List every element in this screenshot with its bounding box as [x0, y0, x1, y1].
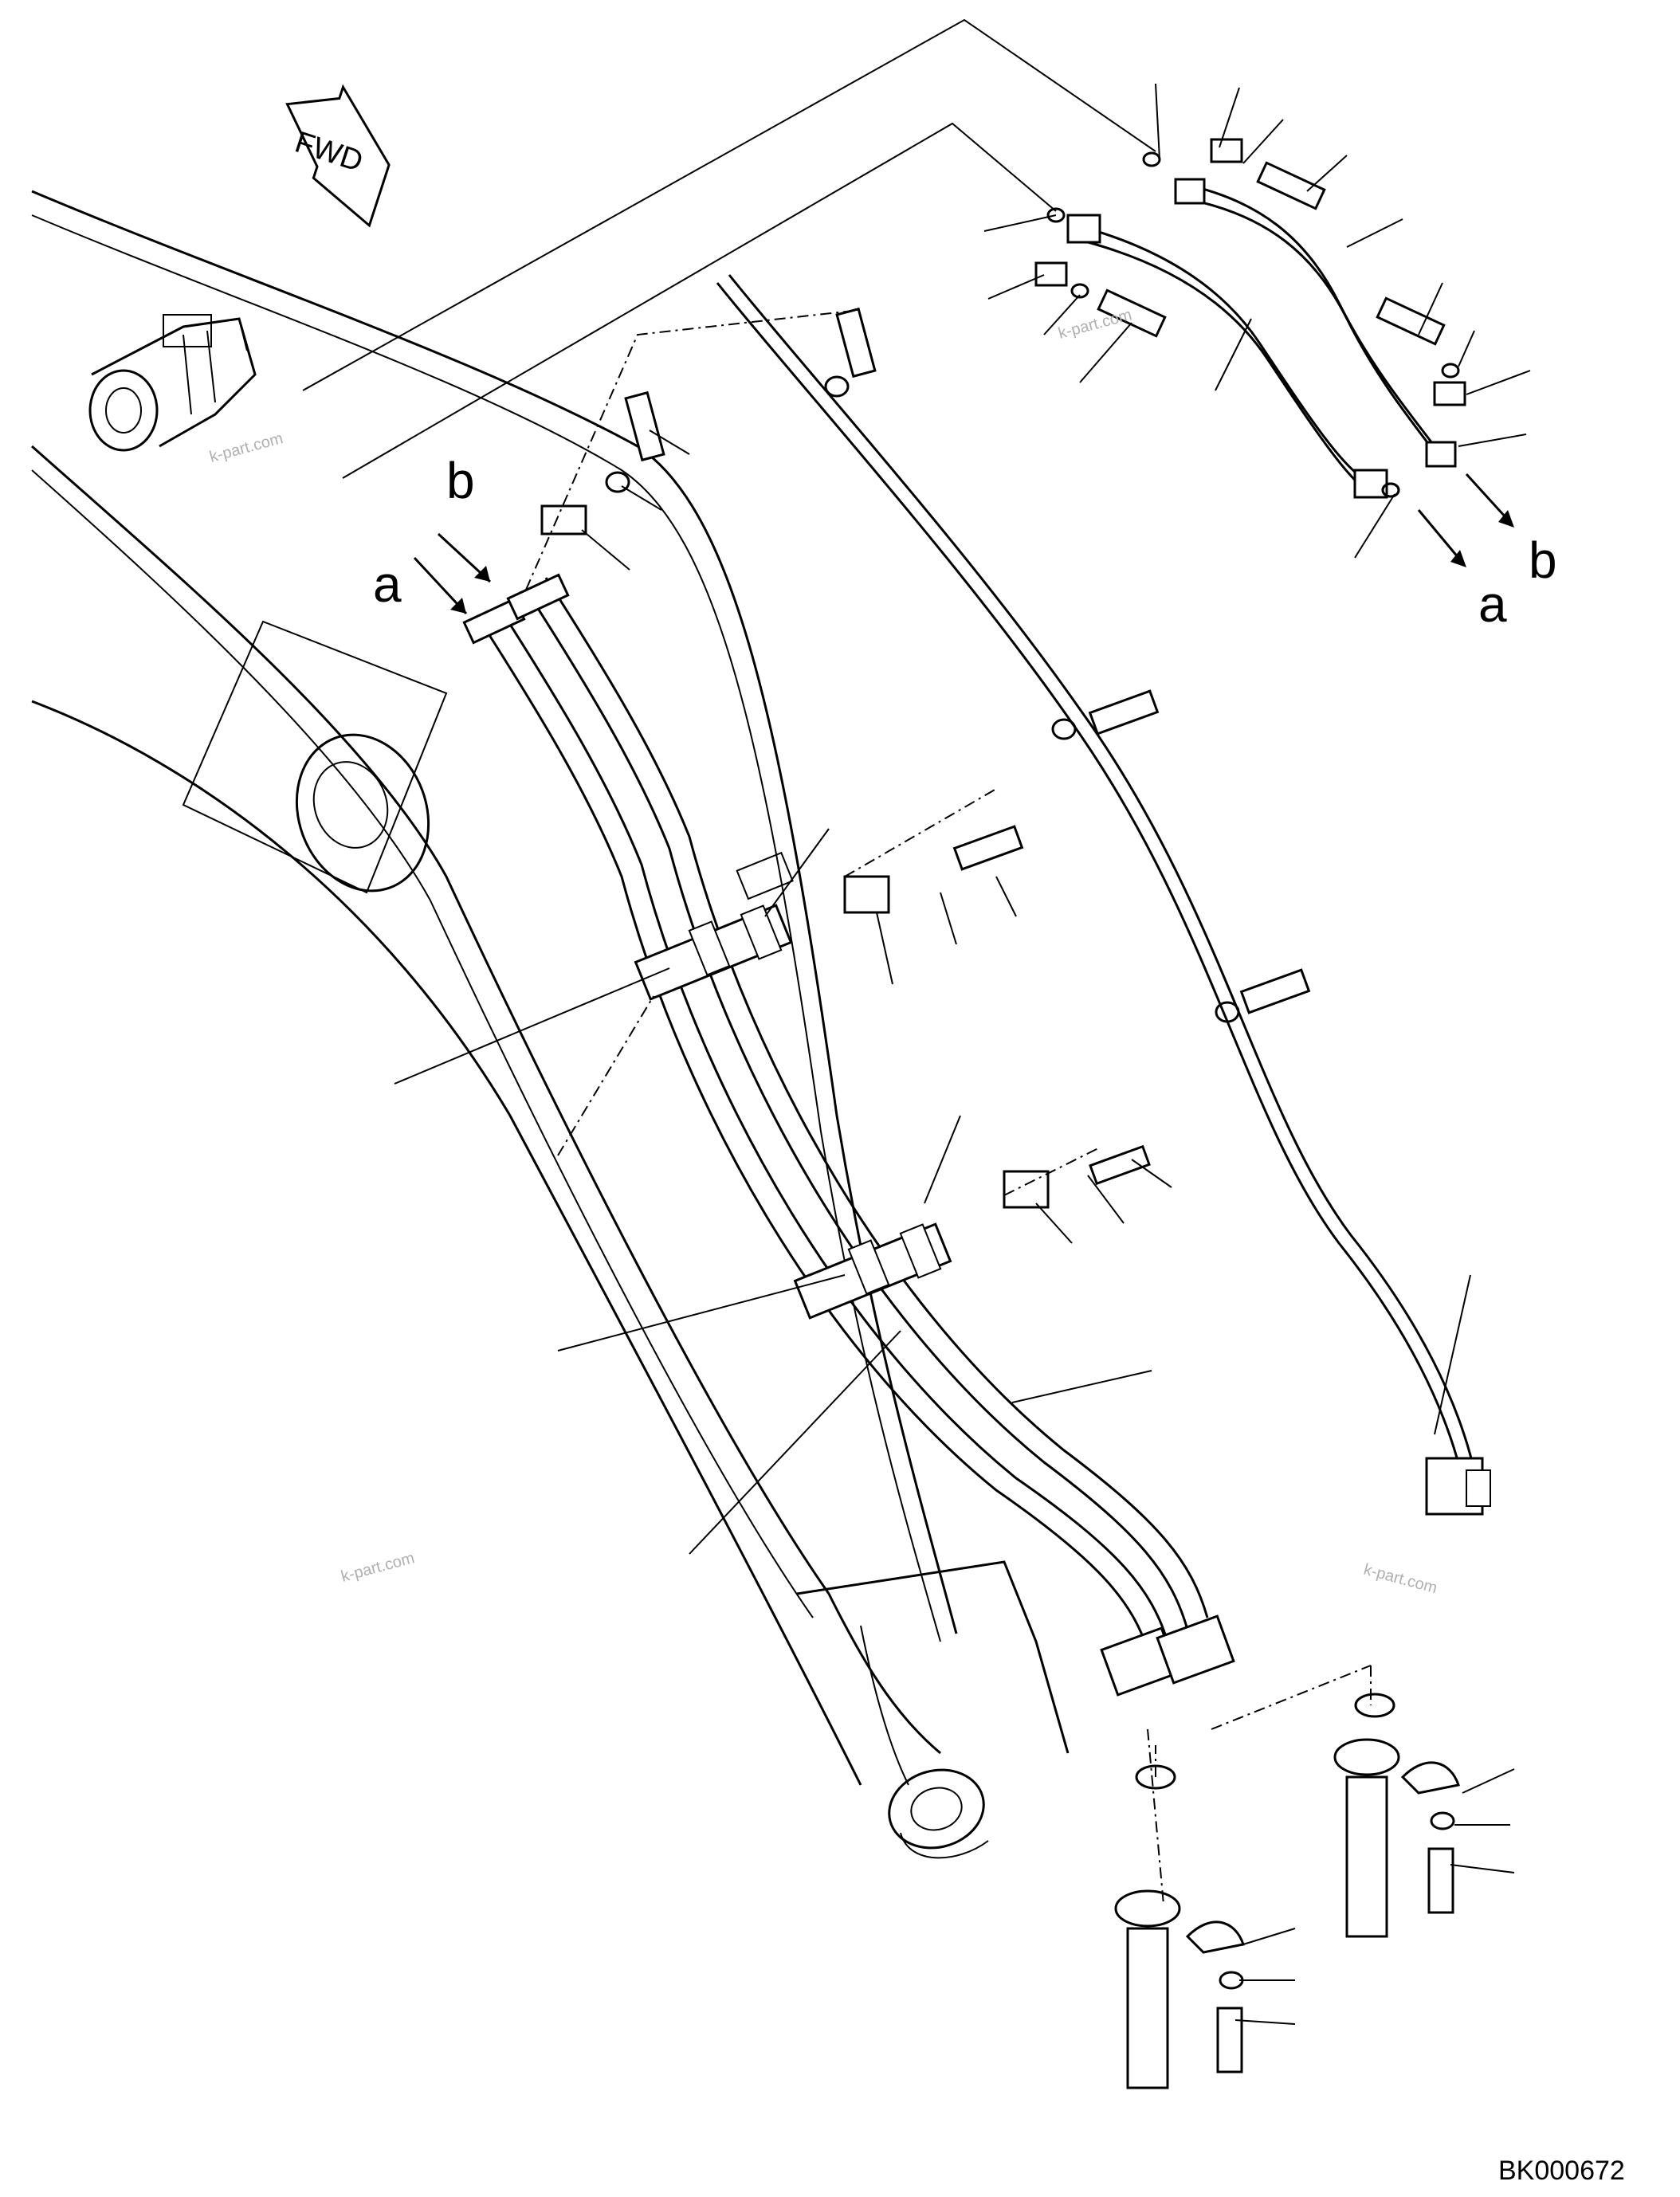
fwd-arrow-icon: FWD	[285, 84, 391, 228]
detail-hose-assembly	[1066, 178, 1457, 499]
boom-body	[31, 190, 1070, 1859]
right-hose	[716, 274, 1491, 1516]
watermark: k-part.com	[1057, 306, 1134, 343]
watermark: k-part.com	[1362, 1561, 1439, 1598]
callout-b-upper: b	[446, 452, 475, 509]
hose-clamp-lower	[793, 1222, 952, 1320]
watermark: k-part.com	[340, 1549, 417, 1586]
boom-hoses	[462, 573, 1235, 1697]
callout-b-lower: b	[1529, 532, 1557, 589]
callout-arrows	[413, 473, 1514, 615]
callout-leaders	[394, 83, 1531, 2025]
callout-a-upper: a	[373, 555, 402, 613]
boom-top-pivot	[88, 314, 257, 452]
assembly-lines	[302, 18, 1372, 1905]
drawing-code: BK000672	[1498, 2156, 1625, 2186]
watermark: k-part.com	[208, 430, 285, 466]
detail-hardware	[540, 138, 1466, 1209]
callout-a-lower: a	[1478, 575, 1507, 633]
lower-flange-fittings	[1114, 1693, 1460, 2089]
hose-clamp-upper	[634, 851, 794, 1001]
